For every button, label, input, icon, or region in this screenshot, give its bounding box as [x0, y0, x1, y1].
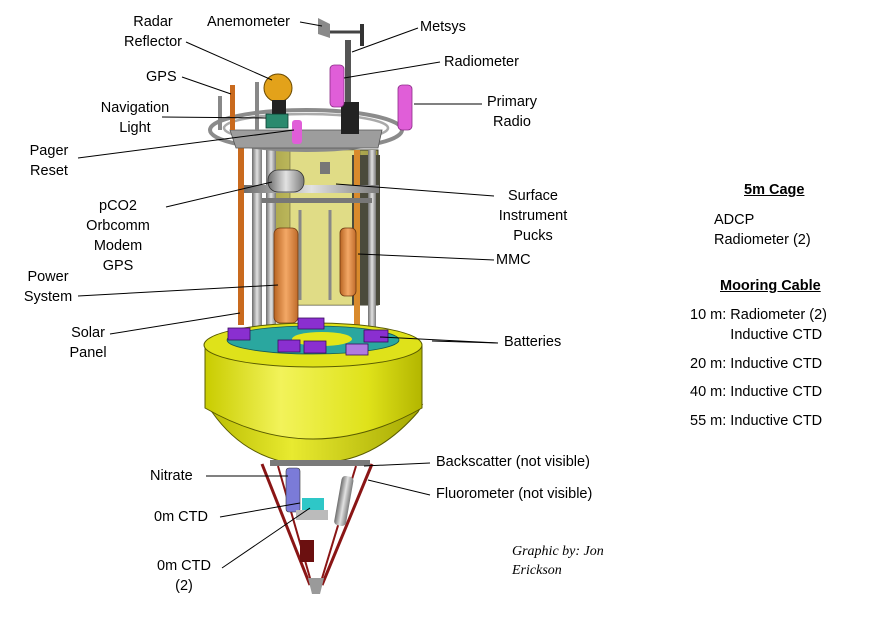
pco2-orbcomm-modem-gps-label: pCO2 Orbcomm Modem GPS: [86, 198, 150, 274]
mmc-label: MMC: [496, 252, 531, 268]
fluorometer-label: Fluorometer (not visible): [436, 486, 593, 502]
primary-radio-label: Primary Radio: [487, 94, 537, 130]
pager-reset-label: Pager Reset: [29, 143, 69, 179]
buoy-hull: [203, 317, 424, 463]
nitrate-label: Nitrate: [150, 468, 193, 484]
ctd-0m-2-label: 0m CTD (2): [157, 558, 211, 594]
mooring-item: 20 m: Inductive CTD: [690, 356, 823, 372]
gps-top-label: GPS: [146, 69, 177, 85]
mooring-item: 55 m: Inductive CTD: [690, 413, 823, 429]
radiometer-label: Radiometer: [444, 54, 519, 70]
backscatter-label: Backscatter (not visible): [436, 454, 590, 470]
radar-reflector-label: Radar Reflector: [123, 14, 183, 50]
bottom-cage: [260, 460, 374, 594]
metsys-label: Metsys: [420, 19, 466, 35]
cage-legend-title: 5m Cage: [744, 182, 805, 198]
navigation-light-label: Navigation Light: [100, 100, 170, 136]
mooring-item: 10 m: Radiometer (2) Inductive CTD: [690, 307, 827, 343]
tower-frame: [208, 18, 413, 340]
mooring-item: 40 m: Inductive CTD: [690, 384, 823, 400]
anemometer-label: Anemometer: [207, 14, 291, 30]
power-system-label: Power System: [23, 269, 73, 305]
batteries-label: Batteries: [504, 334, 562, 350]
leader-lines: [77, 21, 499, 569]
ctd-0m-label: 0m CTD: [154, 509, 208, 525]
cage-item: Radiometer (2): [714, 232, 811, 248]
mooring-legend-title: Mooring Cable: [720, 278, 821, 294]
solar-panel-label: Solar Panel: [69, 325, 107, 361]
graphic-credit: Graphic by: Jon Erickson: [512, 544, 604, 578]
surface-instrument-pucks-label: Surface Instrument Pucks: [498, 188, 568, 244]
cage-item: ADCP: [714, 212, 755, 228]
